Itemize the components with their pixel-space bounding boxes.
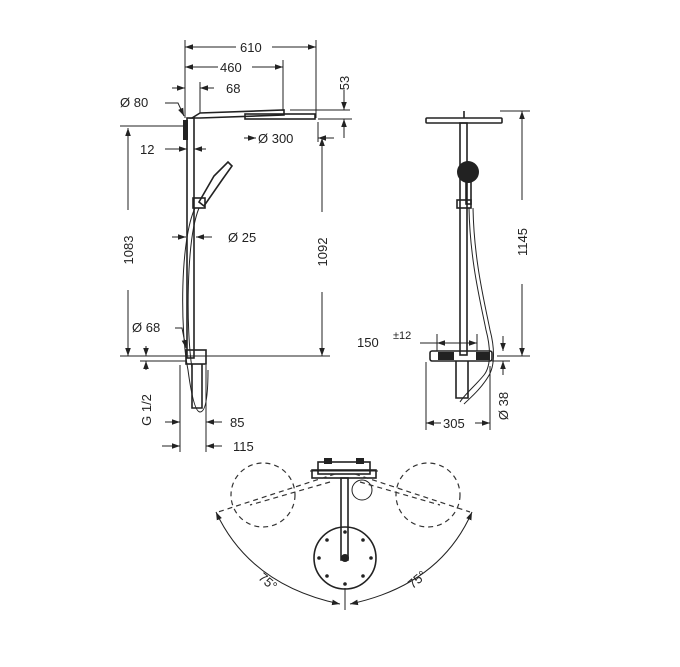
dim-115: 115: [233, 439, 254, 454]
arm-top: [340, 477, 349, 561]
dim-g12: G 1/2: [139, 394, 154, 426]
hose-front: [459, 207, 490, 403]
swing-position-left: [230, 462, 296, 528]
swing-position-right: [395, 462, 461, 528]
hand-shower-front: [457, 161, 479, 183]
dim-d80: Ø 80: [120, 95, 148, 110]
dim-1145: 1145: [515, 228, 530, 256]
thermostat-side: [185, 349, 207, 365]
dim-d38: Ø 38: [496, 392, 511, 420]
dim-68-top: 68: [226, 81, 240, 96]
riser-front: [459, 122, 468, 356]
dim-460: 460: [220, 60, 242, 75]
hand-shower: [197, 160, 234, 208]
dim-1083: 1083: [121, 236, 136, 265]
angle-left: 75°: [256, 569, 281, 593]
thermostat-front: [429, 350, 493, 362]
dim-610: 610: [240, 40, 262, 55]
dim-305: 305: [443, 416, 465, 431]
thermostat-top: [317, 461, 371, 475]
dim-1092: 1092: [315, 238, 330, 267]
arc-right: [349, 511, 473, 606]
dim-53: 53: [337, 76, 352, 90]
dim-d300: Ø 300: [258, 131, 293, 146]
dim-d25: Ø 25: [228, 230, 256, 245]
dim-12: 12: [140, 142, 154, 157]
shower-arm: [189, 109, 285, 119]
dim-d68: Ø 68: [132, 320, 160, 335]
dim-85: 85: [230, 415, 244, 430]
wall-bracket-top: [183, 120, 188, 140]
top-view: 75° 75°: [215, 458, 473, 610]
dim-pm12: ±12: [393, 330, 411, 342]
arc-left: [215, 511, 341, 606]
shower-hose: [182, 207, 209, 413]
overhead-shower: [244, 113, 316, 120]
front-view: 1145 150 ±12 Ø 38 305: [357, 110, 530, 431]
dim-150: 150: [357, 335, 379, 350]
side-view: 610 460 68 53 Ø 80 Ø 300 12 1083: [120, 40, 352, 454]
